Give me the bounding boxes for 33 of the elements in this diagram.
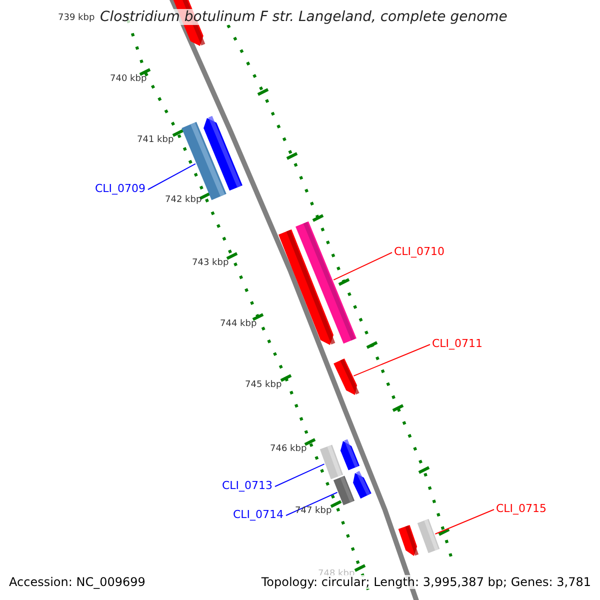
gene-label: CLI_0711 — [432, 337, 483, 350]
tick-label: 745 kbp — [245, 380, 282, 390]
gene-block — [340, 439, 360, 470]
gene-block — [204, 116, 242, 191]
accession-text: Accession: NC_009699 — [9, 575, 146, 589]
leader-line — [434, 509, 494, 535]
tick-label: 741 kbp — [137, 135, 174, 145]
gene-block — [398, 525, 419, 556]
leader-line — [286, 492, 338, 516]
gene-label: CLI_0713 — [222, 479, 273, 492]
title: Clostridium botulinum F str. Langeland, complete genome — [100, 9, 508, 25]
leader-line — [333, 252, 392, 280]
gene-label: CLI_0710 — [394, 245, 445, 258]
tick-label: 742 kbp — [165, 195, 202, 205]
gene-block — [334, 358, 360, 395]
gene-label: CLI_0714 — [233, 508, 284, 521]
gene-block — [417, 518, 440, 554]
tick-label: 747 kbp — [295, 506, 332, 516]
gene-block — [296, 221, 356, 344]
gene-block — [353, 470, 372, 499]
leader-line — [148, 163, 196, 190]
leader-line — [353, 344, 430, 376]
tick-label: 746 kbp — [270, 444, 307, 454]
tick-label: 740 kbp — [110, 74, 147, 84]
tick-label: 743 kbp — [192, 258, 229, 268]
leader-line — [274, 464, 325, 487]
gene-block — [333, 476, 355, 506]
gene-block — [320, 444, 344, 480]
gene-label: CLI_0709 — [95, 182, 146, 195]
tick-label: 739 kbp — [58, 13, 95, 23]
genome-info-text: Topology: circular; Length: 3,995,387 bp; Genes: 3,781 — [261, 575, 591, 589]
tick-label: 744 kbp — [220, 319, 257, 329]
gene-label: CLI_0715 — [496, 502, 547, 515]
